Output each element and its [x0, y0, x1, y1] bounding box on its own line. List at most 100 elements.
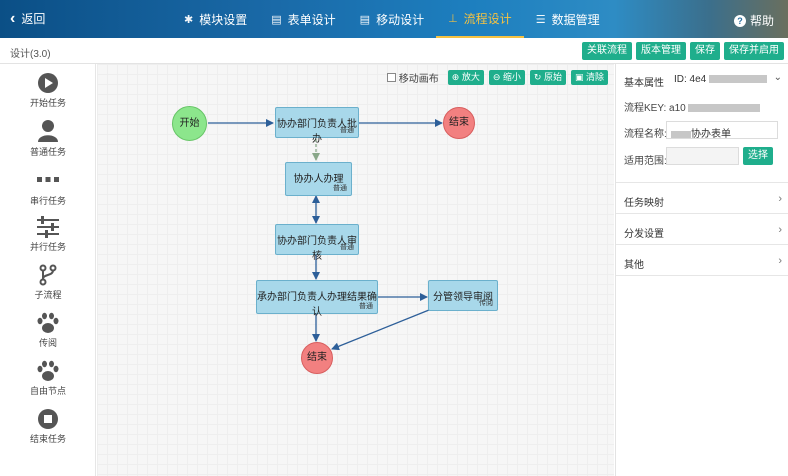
original-label: 原始: [543, 72, 562, 82]
tab-form-design[interactable]: ▤ 表单设计: [259, 0, 347, 38]
node-title: 承办部门负责人办理结果确认: [257, 292, 377, 318]
palette-free-node[interactable]: 自由节点: [0, 360, 96, 397]
divider: [616, 213, 788, 214]
palette-label: 普通任务: [29, 147, 66, 157]
database-icon: ☰: [535, 13, 546, 26]
flow-id: ID: 4e4: [674, 74, 768, 85]
start-node[interactable]: 开始: [172, 106, 207, 141]
zoom-out-label: 缩小: [502, 72, 521, 82]
doc-icon: ▤: [271, 13, 282, 26]
flow-name-value: 协办表单: [691, 129, 731, 140]
version-management-button[interactable]: 版本管理: [636, 42, 686, 60]
redacted-block: [671, 130, 691, 138]
tab-label: 表单设计: [287, 12, 336, 27]
design-toolbar: 设计(3.0) 关联流程 版本管理 保存 保存并启用: [0, 38, 788, 64]
checkbox-box: [386, 73, 396, 82]
back-button[interactable]: ‹ 返回: [10, 10, 45, 27]
palette-label: 结束任务: [29, 434, 66, 444]
palette-label: 子流程: [34, 290, 62, 300]
palette-label: 串行任务: [29, 196, 66, 206]
flow-name-input[interactable]: 协办表单: [666, 121, 778, 140]
palette-normal-task[interactable]: 普通任务: [0, 119, 96, 158]
palette-serial-task[interactable]: 串行任务: [0, 175, 96, 207]
top-navigation-bar: ‹ 返回 ✱ 模块设置 ▤ 表单设计 ▤ 移动设计 ⊥ 流程设计 ☰ 数据管理 …: [0, 0, 788, 38]
section-label: 任务映射: [624, 198, 664, 209]
flow-node-handle[interactable]: 协办人办理 普通: [285, 162, 352, 196]
zoom-in-button[interactable]: ⊕ 放大: [447, 70, 484, 85]
flow-name-label: 流程名称:: [624, 129, 667, 140]
flow-node-leader[interactable]: 分管领导审阅 传阅: [428, 280, 498, 311]
chevron-left-icon: ‹: [10, 9, 16, 27]
node-tag: 普通: [359, 303, 373, 310]
tab-label: 数据管理: [551, 12, 600, 27]
palette-parallel-task[interactable]: 并行任务: [0, 216, 96, 253]
node-title: 协办部门负责人审核: [277, 236, 357, 262]
end-node-top[interactable]: 结束: [443, 107, 475, 139]
properties-panel: 基本属性 ID: 4e4 ⌄ 流程KEY: a10 流程名称: 协办表单 适用范…: [615, 64, 788, 476]
stop-circle-icon: [38, 409, 58, 429]
move-canvas-checkbox[interactable]: 移动画布: [386, 70, 439, 85]
zoom-out-button[interactable]: ⊖ 缩小: [488, 70, 525, 85]
palette-start-task[interactable]: 开始任务: [0, 72, 96, 109]
flow-node-approve[interactable]: 协办部门负责人批办 普通: [275, 107, 359, 145]
user-icon: [38, 120, 58, 142]
question-icon: ?: [733, 14, 746, 27]
section-distribution-settings[interactable]: 分发设置 ›: [624, 224, 784, 240]
doc-icon: ▤: [359, 13, 371, 26]
chevron-down-icon[interactable]: ⌄: [773, 72, 782, 83]
paw-icon: [37, 312, 59, 333]
basic-properties-header[interactable]: 基本属性: [624, 78, 664, 89]
tab-module-settings[interactable]: ✱ 模块设置: [172, 0, 259, 38]
palette-label: 自由节点: [29, 386, 66, 396]
scope-input[interactable]: [666, 147, 739, 165]
checkbox-label: 移动画布: [398, 74, 439, 85]
node-title: 协办部门负责人批办: [277, 119, 357, 145]
related-flow-button[interactable]: 关联流程: [582, 42, 632, 60]
chevron-right-icon: ›: [778, 255, 782, 267]
divider: [616, 244, 788, 245]
flow-key-label: 流程KEY: a10: [624, 103, 686, 114]
palette-circulate[interactable]: 传阅: [0, 312, 96, 349]
tab-flow-design[interactable]: ⊥ 流程设计: [436, 0, 524, 38]
node-tag: 普通: [340, 127, 354, 134]
version-label: 设计(3.0): [10, 49, 51, 60]
tab-label: 流程设计: [463, 11, 512, 26]
ellipsis-icon: [37, 177, 59, 182]
redacted-block: [688, 104, 761, 113]
flow-connectors: [208, 119, 443, 351]
section-label: 其他: [624, 260, 644, 271]
palette-subprocess[interactable]: 子流程: [0, 264, 96, 301]
save-and-enable-button[interactable]: 保存并启用: [724, 42, 784, 60]
tab-label: 移动设计: [376, 12, 425, 27]
original-size-button[interactable]: ↻ 原始: [529, 70, 566, 85]
divider: [616, 182, 788, 183]
clear-button[interactable]: ▣ 清除: [570, 70, 608, 85]
chevron-right-icon: ›: [778, 193, 782, 205]
edge-leader-to-end: [331, 309, 430, 351]
scope-label: 适用范围:: [624, 156, 667, 167]
canvas-toolbar: 移动画布 ⊕ 放大 ⊖ 缩小 ↻ 原始 ▣ 清除: [386, 70, 608, 85]
section-task-mapping[interactable]: 任务映射 ›: [624, 193, 784, 209]
help-button[interactable]: ? 帮助: [733, 12, 774, 29]
flow-node-confirm[interactable]: 承办部门负责人办理结果确认 普通: [256, 280, 378, 318]
flow-node-review[interactable]: 协办部门负责人审核 普通: [275, 224, 359, 262]
main-tabs: ✱ 模块设置 ▤ 表单设计 ▤ 移动设计 ⊥ 流程设计 ☰ 数据管理: [172, 0, 612, 38]
end-node-bottom[interactable]: 结束: [301, 342, 333, 374]
section-label: 分发设置: [624, 229, 664, 240]
section-other[interactable]: 其他 ›: [624, 255, 784, 271]
palette-end-task[interactable]: 结束任务: [0, 408, 96, 445]
flow-canvas[interactable]: 移动画布 ⊕ 放大 ⊖ 缩小 ↻ 原始 ▣ 清除 开始 协办部门负责人批: [97, 64, 614, 476]
paw-icon: [37, 360, 59, 381]
node-title: 分管领导审阅: [433, 292, 493, 303]
node-tag: 普通: [333, 185, 347, 192]
select-scope-button[interactable]: 选择: [743, 147, 773, 165]
save-button[interactable]: 保存: [690, 42, 720, 60]
tab-data-management[interactable]: ☰ 数据管理: [524, 0, 612, 38]
palette-label: 开始任务: [29, 98, 66, 108]
sitemap-icon: ⊥: [448, 12, 458, 25]
gear-icon: ✱: [184, 13, 194, 26]
zoom-in-label: 放大: [461, 72, 480, 82]
chevron-right-icon: ›: [778, 224, 782, 236]
tab-mobile-design[interactable]: ▤ 移动设计: [348, 0, 436, 38]
sliders-icon: [37, 216, 59, 238]
